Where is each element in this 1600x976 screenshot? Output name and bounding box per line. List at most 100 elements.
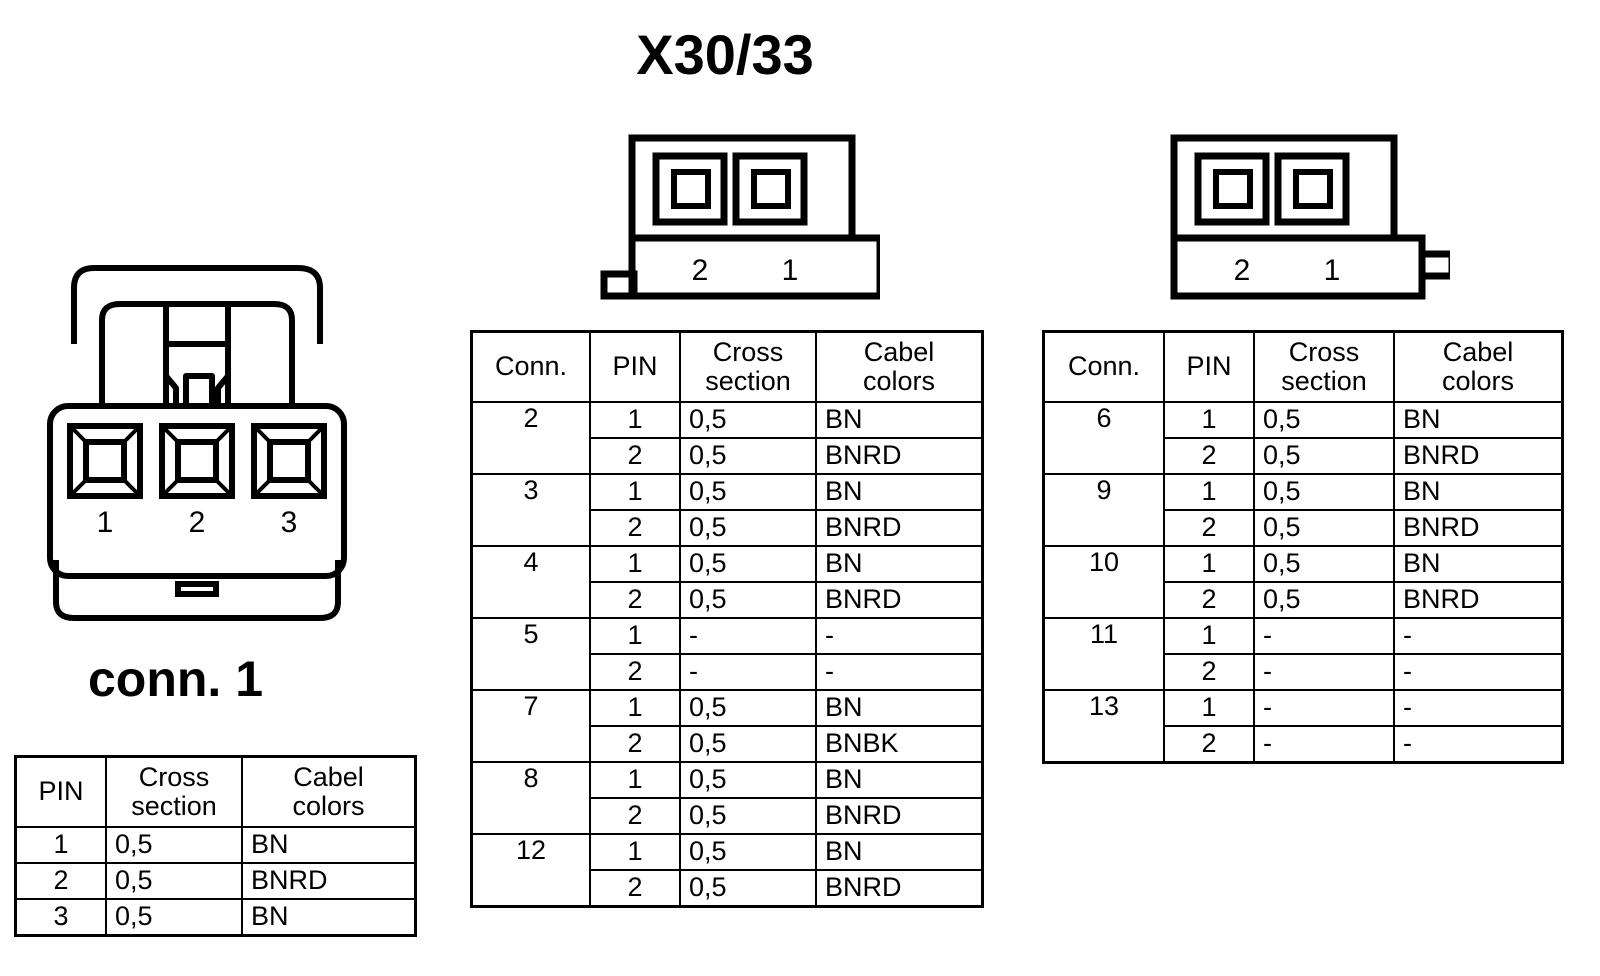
- cell-cross-section: -: [679, 653, 817, 691]
- cell-conn: 13: [1042, 689, 1165, 764]
- cell-cabel-colors: BN: [815, 401, 984, 439]
- cell-cabel-colors: -: [1393, 617, 1564, 655]
- col-header-cross-line2: section: [131, 791, 217, 821]
- col-header-cross-line1: Cross: [712, 336, 784, 367]
- cell-cross-section: 0,5: [105, 826, 243, 864]
- col-header-conn-line1: Conn.: [1067, 351, 1141, 382]
- cell-pin: 1: [589, 761, 681, 799]
- latch-outer-arm: [71, 265, 323, 344]
- cell-pin: 2: [589, 653, 681, 691]
- table-row: 2--: [472, 653, 984, 691]
- cell-cross-section: 0,5: [679, 833, 817, 871]
- cell-conn: 11: [1042, 617, 1165, 691]
- connector-1-pin-label-2: 2: [189, 506, 206, 539]
- cell-conn: 3: [470, 473, 591, 547]
- connector-1-pin-label-1: 1: [97, 506, 114, 539]
- cell-pin: 1: [1163, 473, 1255, 511]
- cell-pin: 2: [1163, 509, 1255, 547]
- col-header-colors-line1: Cabel: [863, 336, 935, 367]
- cell-cross-section: 0,5: [105, 898, 243, 937]
- cell-pin: 1: [14, 826, 107, 864]
- col-header-cross-line1: Cross: [138, 761, 210, 792]
- connector-a-socket-inner-1: [751, 169, 791, 209]
- connector-b-socket-outer-2: [1194, 152, 1270, 226]
- cell-conn: 6: [1042, 401, 1165, 475]
- cell-pin: 1: [589, 473, 681, 511]
- connector-a-pin-label-1: 1: [782, 254, 799, 287]
- cell-cross-section: -: [1253, 725, 1395, 764]
- cell-cabel-colors: BN: [815, 473, 984, 511]
- cell-cabel-colors: BN: [1393, 473, 1564, 511]
- page-title: X30/33: [0, 22, 1600, 87]
- cell-cabel-colors: BN: [815, 689, 984, 727]
- cell-cross-section: -: [1253, 689, 1395, 727]
- cell-cross-section: -: [1253, 653, 1395, 691]
- connector-a-pin-label-2: 2: [692, 254, 709, 287]
- connector-slot: [175, 581, 219, 597]
- cell-pin: 2: [589, 869, 681, 908]
- connector-b-pin-label-2: 2: [1234, 254, 1251, 287]
- connector-b-socket-outer-1: [1274, 152, 1350, 226]
- latch-tongue: [183, 373, 215, 408]
- connector-a-socket-outer-2: [652, 152, 728, 226]
- cell-cross-section: 0,5: [679, 797, 817, 835]
- cell-cabel-colors: -: [815, 653, 984, 691]
- cell-conn: 7: [470, 689, 591, 763]
- col-header-conn-line1: Conn.: [494, 351, 568, 382]
- table-row: 2--: [1044, 725, 1564, 764]
- connector-b-lower-housing: [1170, 234, 1426, 300]
- connector-skirt: [53, 560, 341, 621]
- cell-pin: 2: [14, 862, 107, 900]
- cell-pin: 2: [1163, 653, 1255, 691]
- cell-cabel-colors: -: [1393, 689, 1564, 727]
- cell-cross-section: 0,5: [679, 869, 817, 908]
- cell-cross-section: 0,5: [1253, 581, 1395, 619]
- cell-pin: 2: [589, 509, 681, 547]
- connector-b-svg: 2 1: [1170, 134, 1456, 300]
- col-header-pin-line1: PIN: [612, 351, 658, 382]
- cell-pin: 1: [589, 617, 681, 655]
- cell-cross-section: 0,5: [679, 725, 817, 763]
- col-header-cross-line1: Cross: [1288, 336, 1360, 367]
- cell-cross-section: -: [1253, 617, 1395, 655]
- table-row: 2 0,5 BNRD: [14, 862, 417, 900]
- connector-a-socket-inner-2: [671, 169, 711, 209]
- table-body: 1 0,5 BN 2 0,5 BNRD 3 0,5 BN: [14, 826, 417, 937]
- col-header-pin: PIN: [1163, 330, 1255, 403]
- cell-cabel-colors: BN: [241, 826, 417, 864]
- cell-pin: 1: [1163, 617, 1255, 655]
- cell-pin: 2: [1163, 581, 1255, 619]
- cell-pin: 1: [589, 545, 681, 583]
- cell-cross-section: 0,5: [1253, 509, 1395, 547]
- col-header-conn: Conn.: [470, 330, 591, 403]
- cell-conn: 10: [1042, 545, 1165, 619]
- cell-pin: 3: [14, 898, 107, 937]
- cell-cross-section: 0,5: [679, 437, 817, 475]
- col-header-colors-line1: Cabel: [1442, 336, 1514, 367]
- latch-bevel-right: [215, 374, 231, 408]
- col-header-pin: PIN: [589, 330, 681, 403]
- latch-bevel-left: [163, 374, 179, 408]
- cell-pin: 1: [589, 689, 681, 727]
- cell-pin: 2: [589, 437, 681, 475]
- connector-body: [47, 403, 347, 579]
- cell-cross-section: -: [679, 617, 817, 655]
- pin-socket-3: [251, 423, 327, 499]
- latch-inner-arm: [99, 301, 295, 408]
- table-row: 2--: [1044, 653, 1564, 691]
